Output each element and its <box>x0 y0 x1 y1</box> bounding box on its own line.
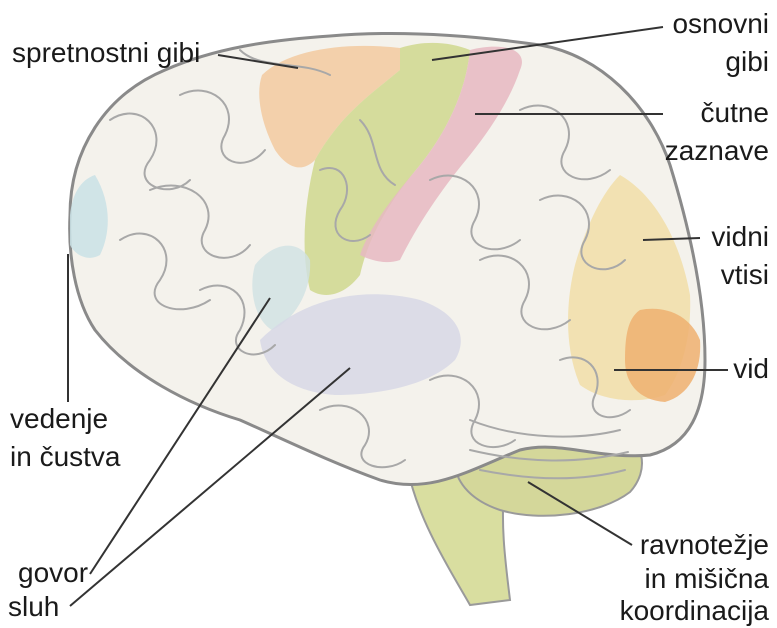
label-vedenje: vedenje <box>10 402 108 436</box>
label-spretnostni-gibi: spretnostni gibi <box>12 36 200 70</box>
label-in-misicna: in mišična <box>645 562 769 596</box>
label-zaznave: zaznave <box>665 134 769 168</box>
label-gibi: gibi <box>725 45 769 79</box>
label-govor: govor <box>18 556 88 590</box>
label-in-custva: in čustva <box>10 440 121 474</box>
label-ravnotezje: ravnotežje <box>640 528 769 562</box>
label-koordinacija: koordinacija <box>620 594 769 628</box>
label-sluh: sluh <box>8 590 59 624</box>
label-vidni: vidni <box>711 220 769 254</box>
label-cutne: čutne <box>701 96 770 130</box>
label-osnovni: osnovni <box>672 7 769 41</box>
label-vtisi: vtisi <box>721 258 769 292</box>
label-vid: vid <box>733 352 769 386</box>
